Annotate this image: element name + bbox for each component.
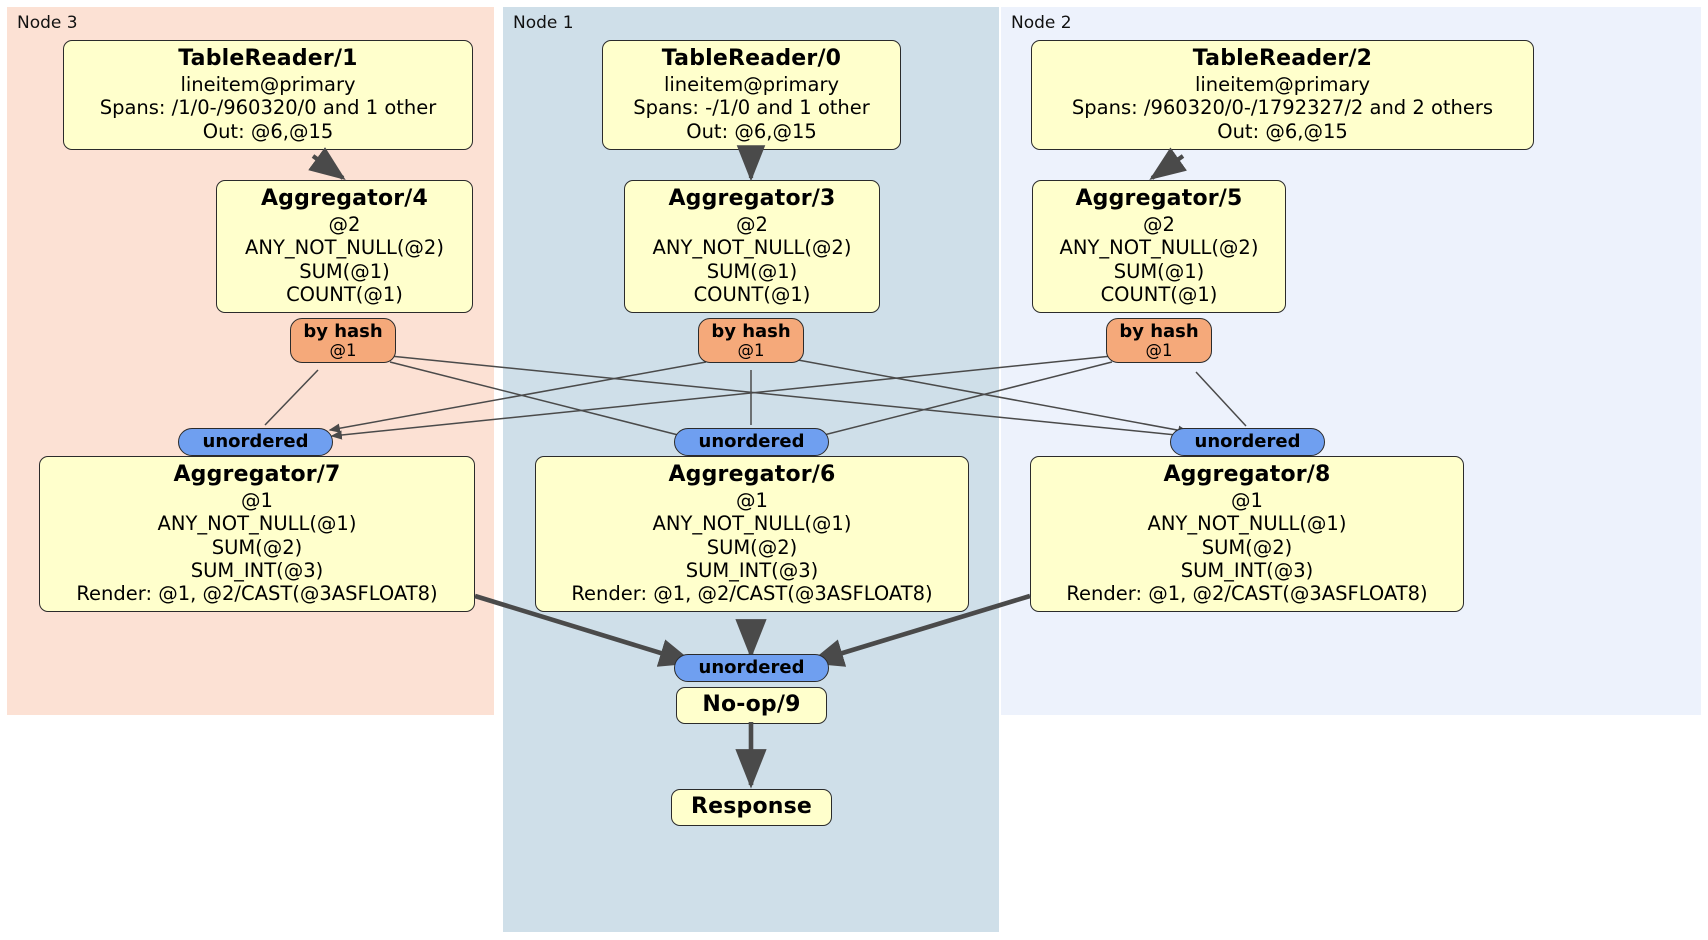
panel-label-node-3: Node 3 [17,13,78,33]
processor-line: @1 [1231,489,1263,513]
router-by-hash-right[interactable]: by hash @1 [1106,318,1212,364]
processor-line: COUNT(@1) [693,282,811,306]
processor-line: Out: @6,@15 [202,119,334,143]
processor-line: Render: @1, @2/CAST(@3ASFLOAT8) [76,581,438,605]
processor-line: ANY_NOT_NULL(@1) [157,512,357,536]
processor-response[interactable]: Response [671,789,832,827]
processor-line: Out: @6,@15 [686,119,817,143]
processor-aggregator-8[interactable]: Aggregator/8 @1 ANY_NOT_NULL(@1) SUM(@2)… [1030,456,1464,613]
synchronizer-label: unordered [698,431,805,452]
processor-aggregator-6[interactable]: Aggregator/6 @1 ANY_NOT_NULL(@1) SUM(@2)… [535,456,969,613]
processor-title: Aggregator/4 [260,186,429,211]
processor-line: lineitem@primary [1194,73,1371,97]
processor-tablereader-1[interactable]: TableReader/1 lineitem@primary Spans: /1… [63,40,473,150]
processor-line: ANY_NOT_NULL(@2) [1059,236,1259,260]
processor-line: SUM_INT(@3) [190,558,324,582]
processor-aggregator-7[interactable]: Aggregator/7 @1 ANY_NOT_NULL(@1) SUM(@2)… [39,456,475,613]
processor-line: SUM(@2) [1201,535,1293,559]
processor-line: SUM(@1) [706,259,798,283]
processor-line: lineitem@primary [663,73,840,97]
processor-line: @2 [736,213,768,237]
processor-title: TableReader/2 [1192,46,1373,71]
processor-title: Aggregator/8 [1163,462,1331,487]
processor-title: Aggregator/7 [173,462,341,487]
processor-line: SUM(@2) [211,535,303,559]
processor-no-op-9[interactable]: No-op/9 [676,687,827,725]
router-by-hash-left[interactable]: by hash @1 [290,318,396,364]
processor-line: Spans: /960320/0-/1792327/2 and 2 others [1071,96,1494,120]
processor-line: ANY_NOT_NULL(@2) [652,236,852,260]
processor-line: ANY_NOT_NULL(@1) [1147,512,1347,536]
processor-line: Render: @1, @2/CAST(@3ASFLOAT8) [571,581,933,605]
processor-line: COUNT(@1) [286,282,403,306]
processor-line: @1 [241,489,273,513]
router-by-hash-mid[interactable]: by hash @1 [698,318,804,364]
synchronizer-unordered-mid[interactable]: unordered [674,428,829,457]
processor-line: COUNT(@1) [1100,282,1218,306]
processor-line: Render: @1, @2/CAST(@3ASFLOAT8) [1066,581,1428,605]
processor-line: Out: @6,@15 [1217,119,1348,143]
processor-line: SUM(@1) [299,259,390,283]
processor-title: No-op/9 [702,692,801,717]
panel-label-node-1: Node 1 [513,13,574,33]
processor-line: ANY_NOT_NULL(@2) [245,236,444,260]
processor-line: Spans: -/1/0 and 1 other [633,96,870,120]
router-label: by hash [711,321,791,342]
processor-line: @2 [1143,213,1175,237]
synchronizer-unordered-left[interactable]: unordered [178,428,333,457]
synchronizer-unordered-right[interactable]: unordered [1170,428,1325,457]
processor-title: TableReader/0 [661,46,842,71]
processor-line: Spans: /1/0-/960320/0 and 1 other [99,96,437,120]
router-label: by hash [1119,321,1199,342]
processor-line: SUM_INT(@3) [1180,558,1314,582]
panel-label-node-2: Node 2 [1011,13,1072,33]
processor-tablereader-0[interactable]: TableReader/0 lineitem@primary Spans: -/… [602,40,901,150]
processor-line: ANY_NOT_NULL(@1) [652,512,852,536]
router-sublabel: @1 [329,341,357,361]
processor-line: SUM(@2) [706,535,798,559]
processor-aggregator-5[interactable]: Aggregator/5 @2 ANY_NOT_NULL(@2) SUM(@1)… [1032,180,1286,313]
processor-title: TableReader/1 [178,46,358,71]
processor-tablereader-2[interactable]: TableReader/2 lineitem@primary Spans: /9… [1031,40,1534,150]
router-label: by hash [303,321,383,342]
processor-line: SUM_INT(@3) [685,558,819,582]
processor-line: SUM(@1) [1113,259,1205,283]
processor-title: Response [690,794,813,819]
processor-title: Aggregator/3 [668,186,836,211]
processor-aggregator-3[interactable]: Aggregator/3 @2 ANY_NOT_NULL(@2) SUM(@1)… [624,180,880,313]
router-sublabel: @1 [1145,341,1173,361]
synchronizer-label: unordered [698,657,805,678]
synchronizer-label: unordered [1194,431,1301,452]
processor-line: lineitem@primary [180,73,356,97]
processor-title: Aggregator/6 [668,462,836,487]
processor-aggregator-4[interactable]: Aggregator/4 @2 ANY_NOT_NULL(@2) SUM(@1)… [216,180,473,313]
processor-title: Aggregator/5 [1075,186,1243,211]
router-sublabel: @1 [737,341,765,361]
processor-line: @1 [736,489,768,513]
processor-line: @2 [328,213,361,237]
synchronizer-unordered-final[interactable]: unordered [674,654,829,683]
synchronizer-label: unordered [202,431,309,452]
